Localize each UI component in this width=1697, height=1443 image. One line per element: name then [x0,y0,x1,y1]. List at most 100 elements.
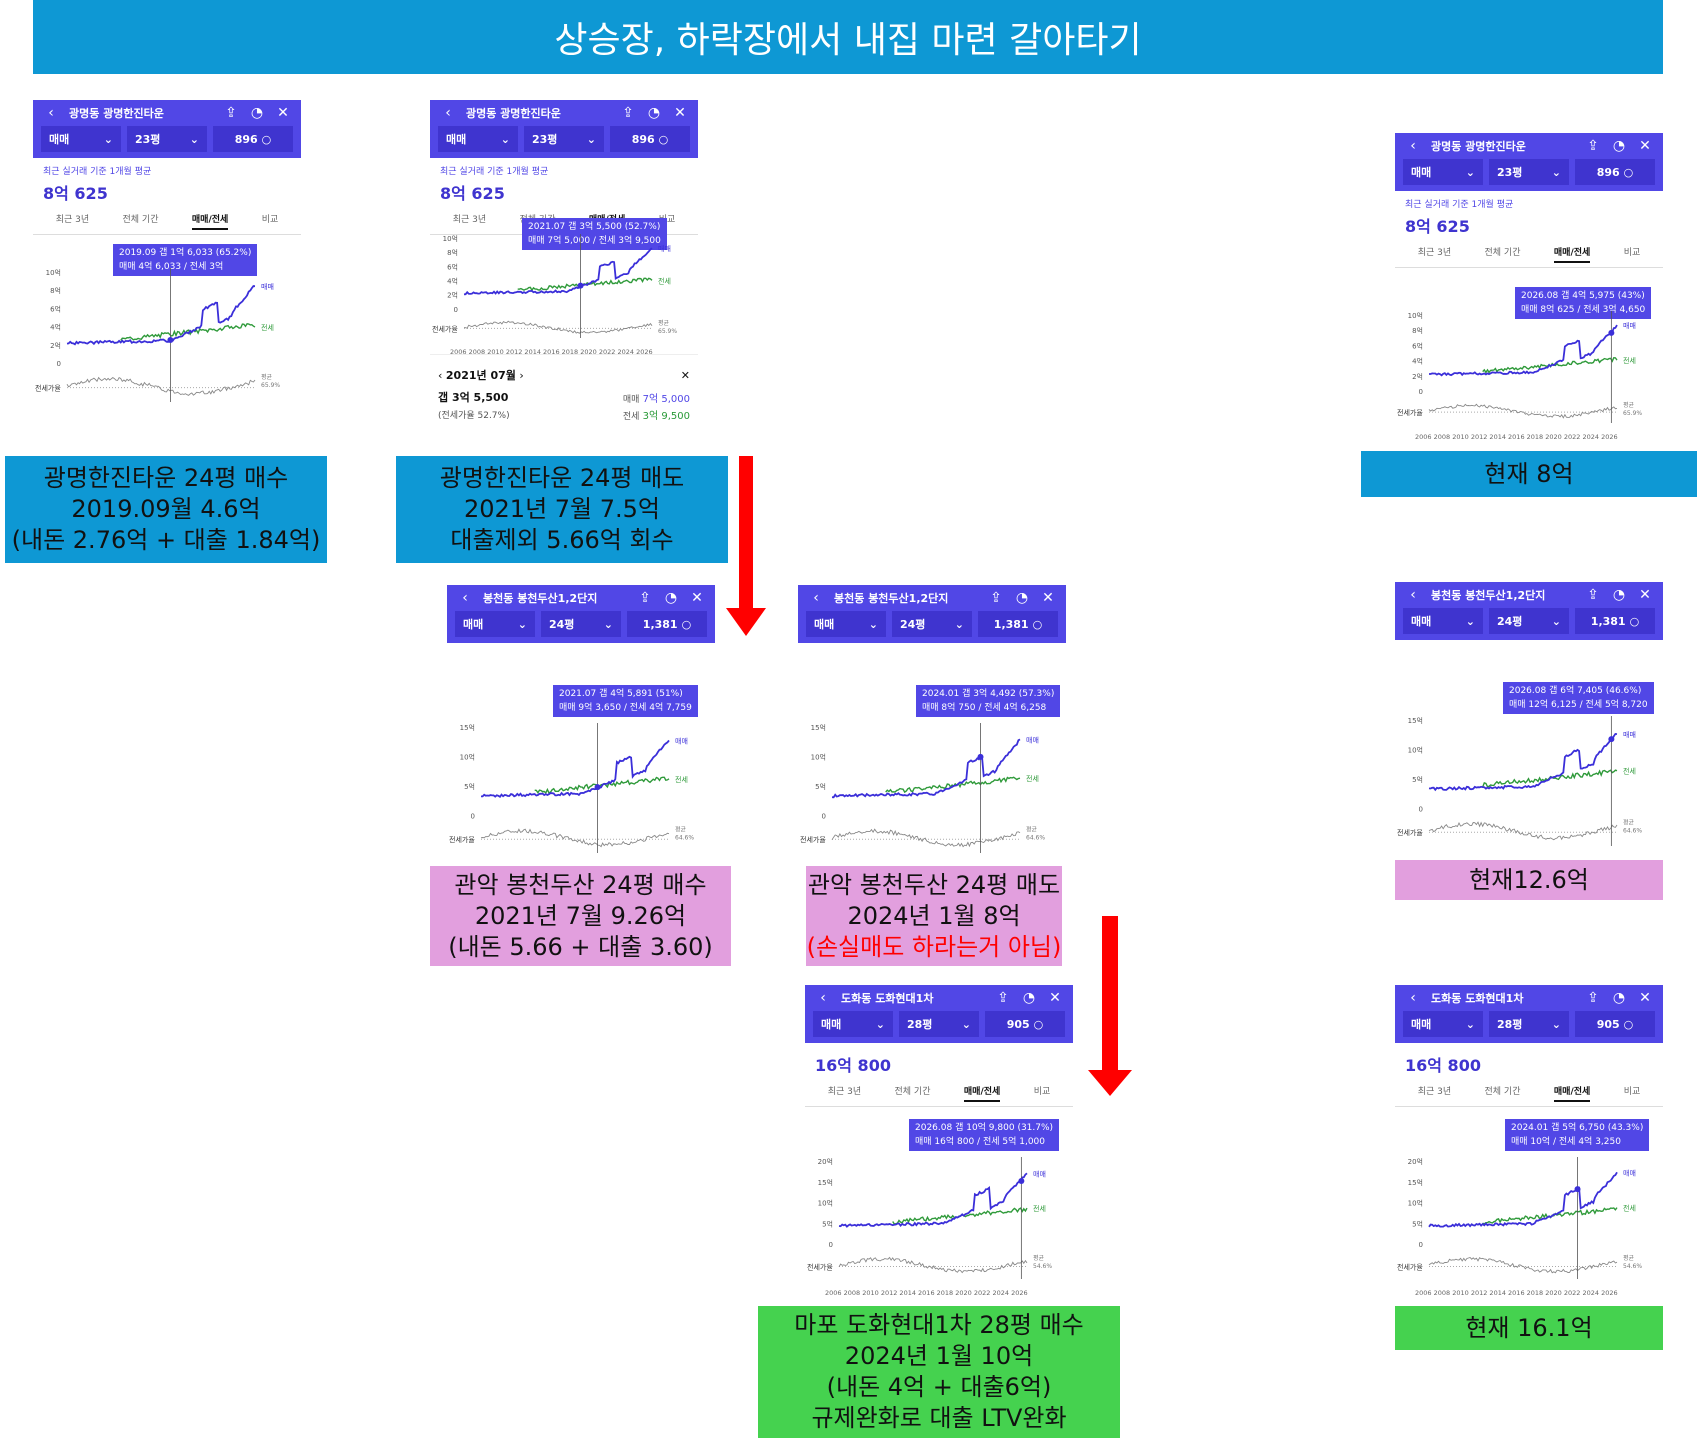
close-icon[interactable]: ✕ [680,368,690,382]
tab-1[interactable]: 전체 기간 [1484,1087,1521,1097]
household-count[interactable]: 896○ [1575,159,1655,185]
gap-tooltip: 2021.07 갭 3억 5,500 (52.7%)매매 7억 5,000 / … [522,218,667,250]
trade-type-select[interactable]: 매매⌄ [41,126,121,152]
size-select[interactable]: 24평⌄ [541,611,621,637]
household-count[interactable]: 896○ [610,126,690,152]
tab-1[interactable]: 전체 기간 [122,215,159,225]
filter-row: 매매⌄23평⌄896○ [33,126,301,158]
tab-3[interactable]: 비교 [658,215,676,225]
size-select[interactable]: 24평⌄ [892,611,972,637]
close-icon[interactable]: ✕ [1639,990,1651,1006]
close-icon[interactable]: ✕ [691,590,703,606]
rent-series-label: 전세 [675,775,688,784]
size-select[interactable]: 24평⌄ [1489,608,1569,634]
close-icon[interactable]: ✕ [674,105,686,121]
close-icon[interactable]: ✕ [1639,138,1651,154]
back-icon[interactable]: ‹ [1410,990,1416,1006]
tab-0[interactable]: 최근 3년 [827,1087,862,1097]
trade-type-select[interactable]: 매매⌄ [806,611,886,637]
share-icon[interactable]: ⇪ [990,590,1002,606]
tab-1[interactable]: 전체 기간 [1484,248,1521,258]
household-count[interactable]: 896○ [213,126,293,152]
bell-icon[interactable]: ◔ [1612,990,1626,1006]
tab-3[interactable]: 비교 [1623,1087,1641,1097]
y-tick-label: 0 [1419,388,1423,396]
trade-type-select[interactable]: 매매⌄ [813,1011,893,1037]
avg-label: 평균 [261,373,273,381]
caption-buy-bongcheon: 관악 봉천두산 24평 매수 2021년 7월 9.26억 (내돈 5.66 +… [430,866,731,966]
size-select[interactable]: 23평⌄ [1489,159,1569,185]
bell-icon[interactable]: ◔ [1612,138,1626,154]
x-axis-labels: 2006 2008 2010 2012 2014 2016 2018 2020 … [1415,1289,1618,1297]
bell-icon[interactable]: ◔ [1022,990,1036,1006]
close-icon[interactable]: ✕ [1049,990,1061,1006]
trade-type-value: 매매 [814,618,835,631]
trade-type-select[interactable]: 매매⌄ [1403,159,1483,185]
y-tick-label: 5억 [464,783,475,791]
back-icon[interactable]: ‹ [1410,587,1416,603]
bell-icon[interactable]: ◔ [250,105,264,121]
trade-type-value: 매매 [821,1018,842,1031]
size-select[interactable]: 23평⌄ [524,126,604,152]
tab-2[interactable]: 매매/전세 [191,212,229,230]
page-title: 상승장, 하락장에서 내집 마련 갈아타기 [33,0,1663,74]
caption-line: 현재12.6억 [1469,865,1589,894]
share-icon[interactable]: ⇪ [1587,990,1599,1006]
household-count[interactable]: 1,381○ [1575,608,1655,634]
apt-card-bongcheon-2021: ‹봉천동 봉천두산1,2단지⇪◔✕매매⌄24평⌄1,381○2021.07 갭 … [447,585,715,867]
tab-0[interactable]: 최근 3년 [55,215,90,225]
tooltip-gap: 2024.01 갭 5억 6,750 (43.3%) [1511,1123,1644,1133]
bell-icon[interactable]: ◔ [664,590,678,606]
tab-2[interactable]: 매매/전세 [1553,245,1591,263]
back-icon[interactable]: ‹ [462,590,468,606]
close-icon[interactable]: ✕ [1639,587,1651,603]
tab-3[interactable]: 비교 [261,215,279,225]
back-icon[interactable]: ‹ [48,105,54,121]
back-icon[interactable]: ‹ [820,990,826,1006]
share-icon[interactable]: ⇪ [997,990,1009,1006]
size-select[interactable]: 23평⌄ [127,126,207,152]
size-select[interactable]: 28평⌄ [899,1011,979,1037]
back-icon[interactable]: ‹ [445,105,451,121]
tab-0[interactable]: 최근 3년 [1417,1087,1452,1097]
bell-icon[interactable]: ◔ [647,105,661,121]
search-icon: ○ [1629,614,1640,628]
prev-month-icon[interactable]: ‹ [438,369,446,382]
size-select[interactable]: 28평⌄ [1489,1011,1569,1037]
tab-3[interactable]: 비교 [1623,248,1641,258]
trade-type-select[interactable]: 매매⌄ [1403,1011,1483,1037]
household-count[interactable]: 905○ [985,1011,1065,1037]
household-count[interactable]: 1,381○ [978,611,1058,637]
back-icon[interactable]: ‹ [813,590,819,606]
back-icon[interactable]: ‹ [1410,138,1416,154]
close-icon[interactable]: ✕ [277,105,289,121]
bell-icon[interactable]: ◔ [1015,590,1029,606]
trade-type-select[interactable]: 매매⌄ [455,611,535,637]
share-icon[interactable]: ⇪ [639,590,651,606]
tab-0[interactable]: 최근 3년 [452,215,487,225]
share-icon[interactable]: ⇪ [622,105,634,121]
cursor-point [1608,736,1615,743]
trade-type-value: 매매 [1411,166,1432,179]
trade-type-select[interactable]: 매매⌄ [438,126,518,152]
share-icon[interactable]: ⇪ [1587,587,1599,603]
bell-icon[interactable]: ◔ [1612,587,1626,603]
y-tick-label: 5억 [822,1220,833,1228]
tab-0[interactable]: 최근 3년 [1417,248,1452,258]
filter-row: 매매⌄23평⌄896○ [1395,159,1663,191]
caption-sell-bongcheon: 관악 봉천두산 24평 매도 2024년 1월 8억 (손실매도 하라는거 아님… [806,866,1062,966]
next-month-icon[interactable]: › [515,369,524,382]
tab-2[interactable]: 매매/전세 [963,1084,1001,1102]
trade-type-value: 매매 [49,133,70,146]
close-icon[interactable]: ✕ [1042,590,1054,606]
household-count[interactable]: 1,381○ [627,611,707,637]
household-count[interactable]: 905○ [1575,1011,1655,1037]
tab-1[interactable]: 전체 기간 [894,1087,931,1097]
share-icon[interactable]: ⇪ [225,105,237,121]
trade-type-select[interactable]: 매매⌄ [1403,608,1483,634]
share-icon[interactable]: ⇪ [1587,138,1599,154]
tooltip-prices: 매매 16억 800 / 전세 5억 1,000 [915,1137,1045,1147]
tab-3[interactable]: 비교 [1033,1087,1051,1097]
tab-2[interactable]: 매매/전세 [1553,1084,1591,1102]
